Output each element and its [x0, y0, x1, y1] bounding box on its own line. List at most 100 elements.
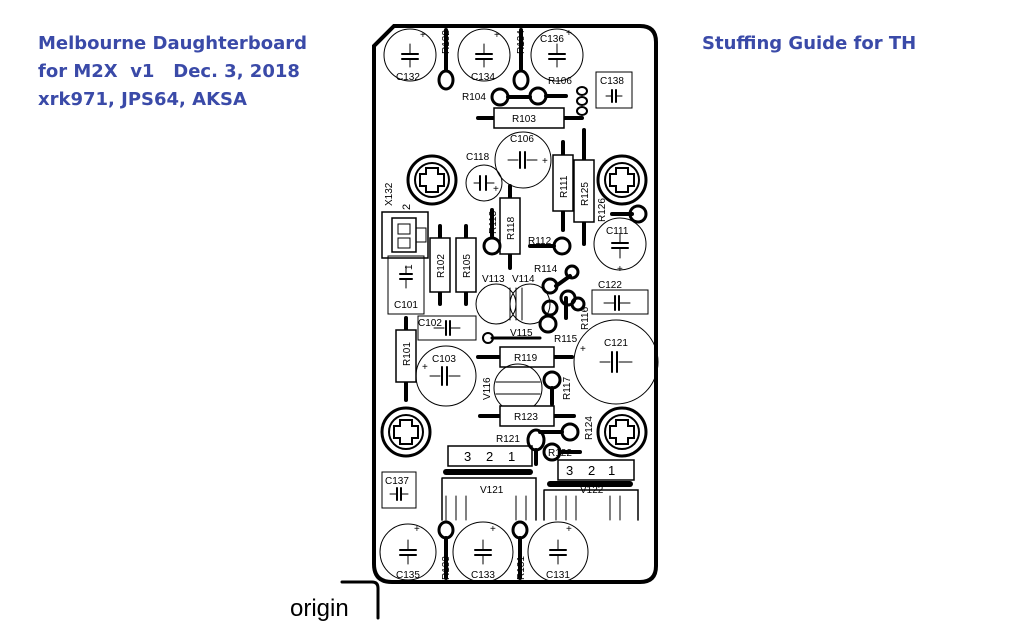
- plus-c111: +: [617, 264, 623, 275]
- cap-c103: [415, 345, 477, 407]
- label-c111: C111: [606, 226, 629, 237]
- res-r124: [538, 422, 580, 442]
- label-c135: C135: [396, 570, 420, 581]
- label-r112: R112: [528, 236, 552, 247]
- label-c121: C121: [604, 338, 628, 349]
- title-line-1: Melbourne Daughterboard: [38, 33, 307, 54]
- res-r132: [437, 28, 455, 91]
- label-c122: C122: [598, 280, 622, 291]
- pin-v122-3: 3: [566, 463, 573, 478]
- transistor-v121: [441, 445, 537, 521]
- label-v116: V116: [482, 377, 493, 400]
- res-r102: [429, 224, 451, 306]
- label-v122: V122: [580, 485, 604, 496]
- res-r126: [610, 204, 648, 224]
- res-r106: [528, 86, 568, 106]
- plus-c132: +: [420, 30, 426, 41]
- res-r125: [573, 128, 595, 246]
- label-c118: C118: [466, 152, 490, 163]
- label-r133: R133: [441, 556, 452, 580]
- title-block: Melbourne Daughterboard for M2X v1 Dec. …: [38, 30, 307, 114]
- transistor-v122: [543, 459, 639, 521]
- label-v115: V115: [510, 328, 533, 339]
- label-r117: R117: [562, 376, 573, 400]
- plus-c103: +: [422, 362, 428, 373]
- res-r105: [455, 224, 477, 306]
- res-r112: [528, 236, 572, 256]
- res-r131: [511, 520, 529, 580]
- label-r106: R106: [548, 76, 572, 87]
- res-r119: [476, 346, 574, 368]
- label-r124: R124: [584, 416, 595, 440]
- label-r123: R123: [514, 412, 538, 423]
- res-r123: [478, 405, 576, 427]
- plus-c134: +: [494, 30, 500, 41]
- res-r121: [526, 428, 546, 466]
- res-r114: [541, 264, 580, 295]
- label-v113: V113: [482, 274, 505, 285]
- mount-hole-bl: [380, 406, 432, 458]
- label-r113: R113: [488, 210, 499, 234]
- pin-v121-2: 2: [486, 449, 493, 464]
- label-r102: R102: [436, 254, 447, 278]
- label-r132: R132: [441, 30, 452, 54]
- res-r122: [542, 442, 582, 462]
- label-c102: C102: [418, 318, 442, 329]
- mount-hole-tl: [406, 154, 458, 206]
- label-v121: V121: [480, 485, 504, 496]
- label-r104: R104: [462, 92, 486, 103]
- cap-c137: [381, 471, 417, 509]
- label-r116: R116: [580, 306, 591, 330]
- label-r103: R103: [512, 114, 536, 125]
- res-r134: [512, 28, 530, 91]
- label-c137: C137: [385, 476, 409, 487]
- plus-c135: +: [414, 524, 420, 535]
- res-r111: [552, 140, 574, 232]
- cap-c121: [573, 319, 659, 405]
- res-r116: [541, 289, 586, 320]
- label-c132: C132: [396, 72, 420, 83]
- label-c101: C101: [394, 300, 418, 311]
- label-r126: R126: [597, 198, 608, 222]
- origin-marker: [340, 580, 380, 620]
- res-r117: [542, 370, 562, 406]
- plus-c136: +: [566, 28, 572, 39]
- title-line-2: for M2X v1 Dec. 3, 2018: [38, 61, 300, 82]
- pin-v122-2: 2: [588, 463, 595, 478]
- label-c136: C136: [540, 34, 564, 45]
- label-r119: R119: [514, 353, 538, 364]
- cap-c134: [457, 28, 511, 82]
- res-r118: [499, 184, 521, 270]
- cap-c131: [527, 521, 589, 583]
- label-r118: R118: [506, 216, 517, 240]
- cap-c122: [591, 289, 649, 315]
- label-x132-pin2: 2: [401, 204, 413, 210]
- res-r104: [490, 87, 532, 107]
- label-c103: C103: [432, 354, 456, 365]
- res-r103: [476, 107, 584, 129]
- cap-c102: [417, 315, 477, 341]
- label-r114: R114: [534, 264, 558, 275]
- pin-v122-1: 1: [608, 463, 615, 478]
- origin-label: origin: [290, 595, 349, 622]
- cap-c106: [494, 131, 552, 189]
- cap-c136: [530, 28, 584, 82]
- cap-c135: [379, 523, 437, 581]
- plus-c106: +: [542, 156, 548, 167]
- cap-c101: [387, 255, 425, 315]
- label-x132: X132: [384, 182, 395, 206]
- transistor-v113-v114: [475, 283, 551, 325]
- plus-c131: +: [566, 524, 572, 535]
- plus-c133: +: [490, 524, 496, 535]
- board-outline: [372, 24, 658, 584]
- cap-c138: [595, 71, 633, 109]
- res-r115: [490, 314, 558, 340]
- mount-hole-br: [596, 406, 648, 458]
- guide-title: Stuffing Guide for TH: [702, 33, 917, 54]
- label-r131: R131: [516, 556, 527, 580]
- res-r113: [482, 208, 502, 256]
- pin-v121-1: 1: [508, 449, 515, 464]
- label-r101: R101: [402, 342, 413, 366]
- jumper-pins: [576, 86, 588, 116]
